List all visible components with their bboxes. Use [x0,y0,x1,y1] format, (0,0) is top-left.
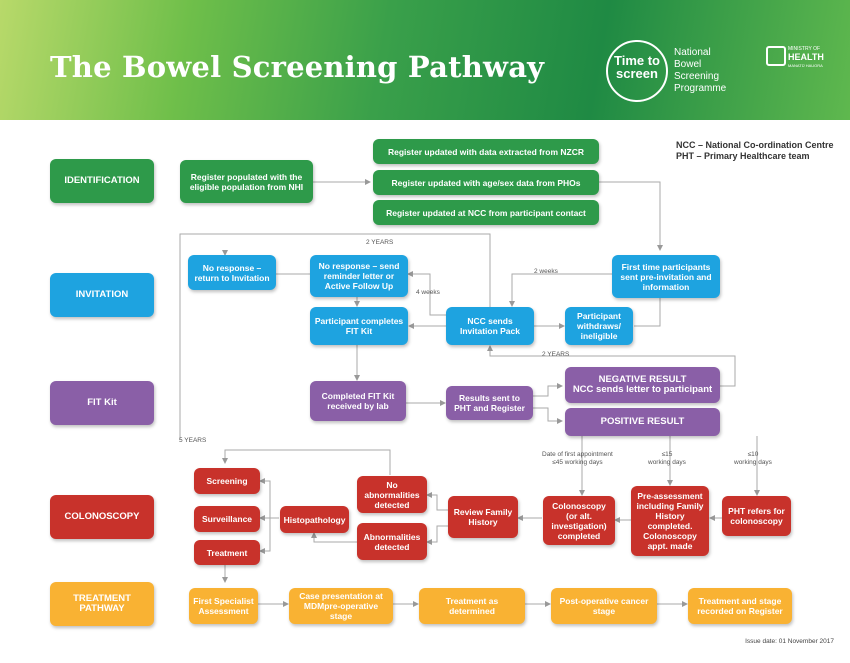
box-case-presentation: Case presentation at MDMpre-operative st… [289,588,393,624]
header-banner: The Bowel Screening Pathway Time to scre… [0,0,850,120]
box-treatment: Treatment [194,540,260,565]
label-le10: ≤10 working days [734,451,772,467]
label-le10-line2: working days [734,459,772,466]
label-date-first-line1: Date of first appointment [542,451,613,458]
box-pre-assessment: Pre-assessment including Family History … [631,486,709,556]
programme-name: National Bowel Screening Programme [674,47,726,95]
moh-small: MINISTRY OF [788,46,821,52]
box-register-pho: Register updated with age/sex data from … [373,170,599,195]
box-register-populated: Register populated with the eligible pop… [180,160,313,203]
box-colonoscopy-completed: Colonoscopy (or alt. investigation) comp… [543,496,615,545]
stage-identification: IDENTIFICATION [50,159,154,203]
box-no-response-reminder: No response – send reminder letter or Ac… [310,255,408,297]
box-first-time-participants: First time participants sent pre-invitat… [612,255,720,298]
box-positive-result: POSITIVE RESULT [565,408,720,436]
issue-date: Issue date: 01 November 2017 [745,638,834,645]
box-completed-fit-kit: Completed FIT Kit received by lab [310,381,406,421]
logo-line-2: screen [616,66,658,81]
programme-line-1: National [674,47,711,58]
programme-line-3: Screening [674,71,720,82]
box-results-sent: Results sent to PHT and Register [446,386,533,420]
legend: NCC – National Co-ordination Centre PHT … [676,140,834,162]
legend-pht: PHT – Primary Healthcare team [676,151,810,161]
box-register-nzcr: Register updated with data extracted fro… [373,139,599,164]
label-le15-line2: working days [648,459,686,466]
box-no-response-return: No response – return to Invitation [188,255,276,290]
label-date-first-line2: ≤45 working days [552,459,603,466]
box-pht-refers: PHT refers for colonoscopy [722,496,791,536]
logo-line-1: Time to [614,53,660,68]
box-register-ncc: Register updated at NCC from participant… [373,200,599,225]
label-two-weeks: 2 weeks [534,268,558,275]
box-no-abnormalities: No abnormalities detected [357,476,427,513]
moh-tag: MANATŪ HAUORA [788,63,823,68]
box-treatment-determined: Treatment as determined [419,588,525,624]
box-post-operative: Post-operative cancer stage [551,588,657,624]
moh-emblem-icon [766,46,786,66]
stage-treatment-pathway: TREATMENT PATHWAY [50,582,154,626]
label-le10-line1: ≤10 [747,451,759,458]
stage-invitation: INVITATION [50,273,154,317]
negative-result-subtitle: NCC sends letter to participant [572,384,713,395]
box-completes-fit-kit: Participant completes FIT Kit [310,307,408,345]
negative-result-title: NEGATIVE RESULT [598,374,687,385]
label-two-years-top: 2 YEARS [366,239,394,246]
label-date-first-appointment: Date of first appointment ≤45 working da… [542,451,613,467]
label-le15: ≤15 working days [648,451,686,467]
box-first-specialist: First Specialist Assessment [189,588,258,624]
box-participant-withdraws: Participant withdraws/ ineligible [565,307,633,345]
legend-ncc: NCC – National Co-ordination Centre [676,140,834,150]
box-histopathology: Histopathology [280,506,349,533]
box-ncc-sends-invitation: NCC sends Invitation Pack [446,307,534,345]
logo-text: Time to screen [610,54,664,80]
programme-line-4: Programme [674,83,727,94]
box-abnormalities: Abnormalities detected [357,523,427,560]
box-treatment-recorded: Treatment and stage recorded on Register [688,588,792,624]
stage-colonoscopy: COLONOSCOPY [50,495,154,539]
label-two-years-mid: 2 YEARS [542,351,570,358]
stage-fit-kit: FIT Kit [50,381,154,425]
box-surveillance: Surveillance [194,506,260,532]
box-review-family-history: Review Family History [448,496,518,538]
programme-line-2: Bowel [674,59,702,70]
box-screening: Screening [194,468,260,494]
page-title: The Bowel Screening Pathway [50,50,545,84]
label-four-weeks: 4 weeks [416,289,440,296]
box-negative-result: NEGATIVE RESULT NCC sends letter to part… [565,367,720,403]
label-le15-line1: ≤15 [661,451,673,458]
time-to-screen-logo [606,40,668,102]
moh-big: HEALTH [788,52,824,62]
label-five-years: 5 YEARS [179,437,207,444]
